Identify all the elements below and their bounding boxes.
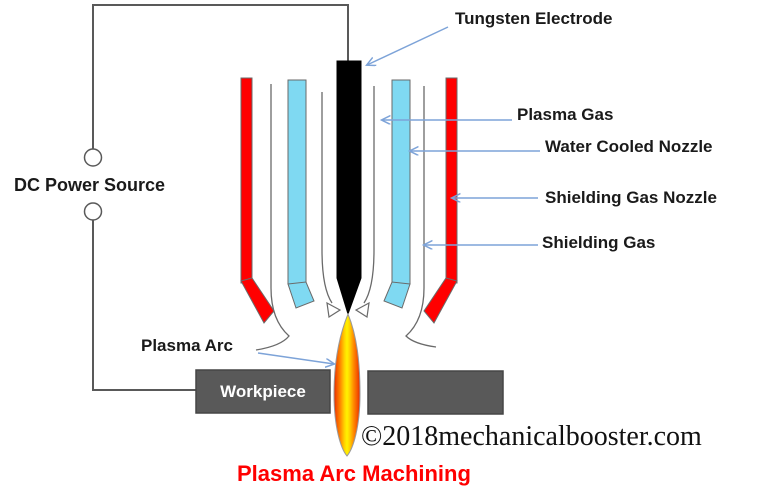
- plasma-arc-flame: [333, 312, 361, 457]
- workpiece-left-block: [195, 369, 331, 414]
- tungsten-electrode-label: Tungsten Electrode: [455, 9, 613, 28]
- tungsten-electrode-arrow: [367, 26, 449, 65]
- terminal-top-icon: [83, 148, 103, 167]
- gas-channel-outlines: [255, 84, 437, 351]
- shielding-gas-channel-right: [405, 86, 437, 348]
- water-cooled-nozzle-label: Water Cooled Nozzle: [545, 137, 713, 156]
- wire-top-to-electrode: [92, 4, 349, 149]
- tungsten-electrode-shape: [336, 60, 362, 316]
- plasma-arc-label: Plasma Arc: [141, 336, 233, 355]
- gas-flow-arrow-left-icon: [326, 301, 342, 319]
- terminal-bottom-icon: [83, 202, 103, 221]
- label-pointer-arrows: [257, 26, 540, 364]
- diagram-title: Plasma Arc Machining: [237, 461, 471, 486]
- dc-power-source-label: DC Power Source: [14, 175, 166, 195]
- gas-flow-arrowheads: [326, 301, 370, 319]
- plasma-arc-arrow: [257, 352, 334, 364]
- water-cooled-nozzle-cyan: [287, 79, 411, 309]
- plasma-gas-label: Plasma Gas: [517, 105, 614, 124]
- watermark-text: ©2018mechanicalbooster.com: [361, 421, 702, 452]
- wire-bottom-to-workpiece: [92, 220, 196, 391]
- workpiece-right-block: [367, 370, 504, 415]
- dc-circuit-wires: [92, 4, 349, 391]
- shielding-gas-channel-left: [255, 84, 290, 351]
- plasma-gas-channel-right: [363, 86, 375, 304]
- gas-flow-arrow-right-icon: [354, 301, 370, 319]
- shielding-gas-nozzle-label: Shielding Gas Nozzle: [545, 188, 717, 207]
- shielding-gas-label: Shielding Gas: [542, 233, 656, 252]
- plasma-gas-channel-left: [321, 92, 333, 304]
- shielding-gas-nozzle-red: [240, 77, 458, 324]
- workpiece-label: Workpiece: [220, 381, 306, 401]
